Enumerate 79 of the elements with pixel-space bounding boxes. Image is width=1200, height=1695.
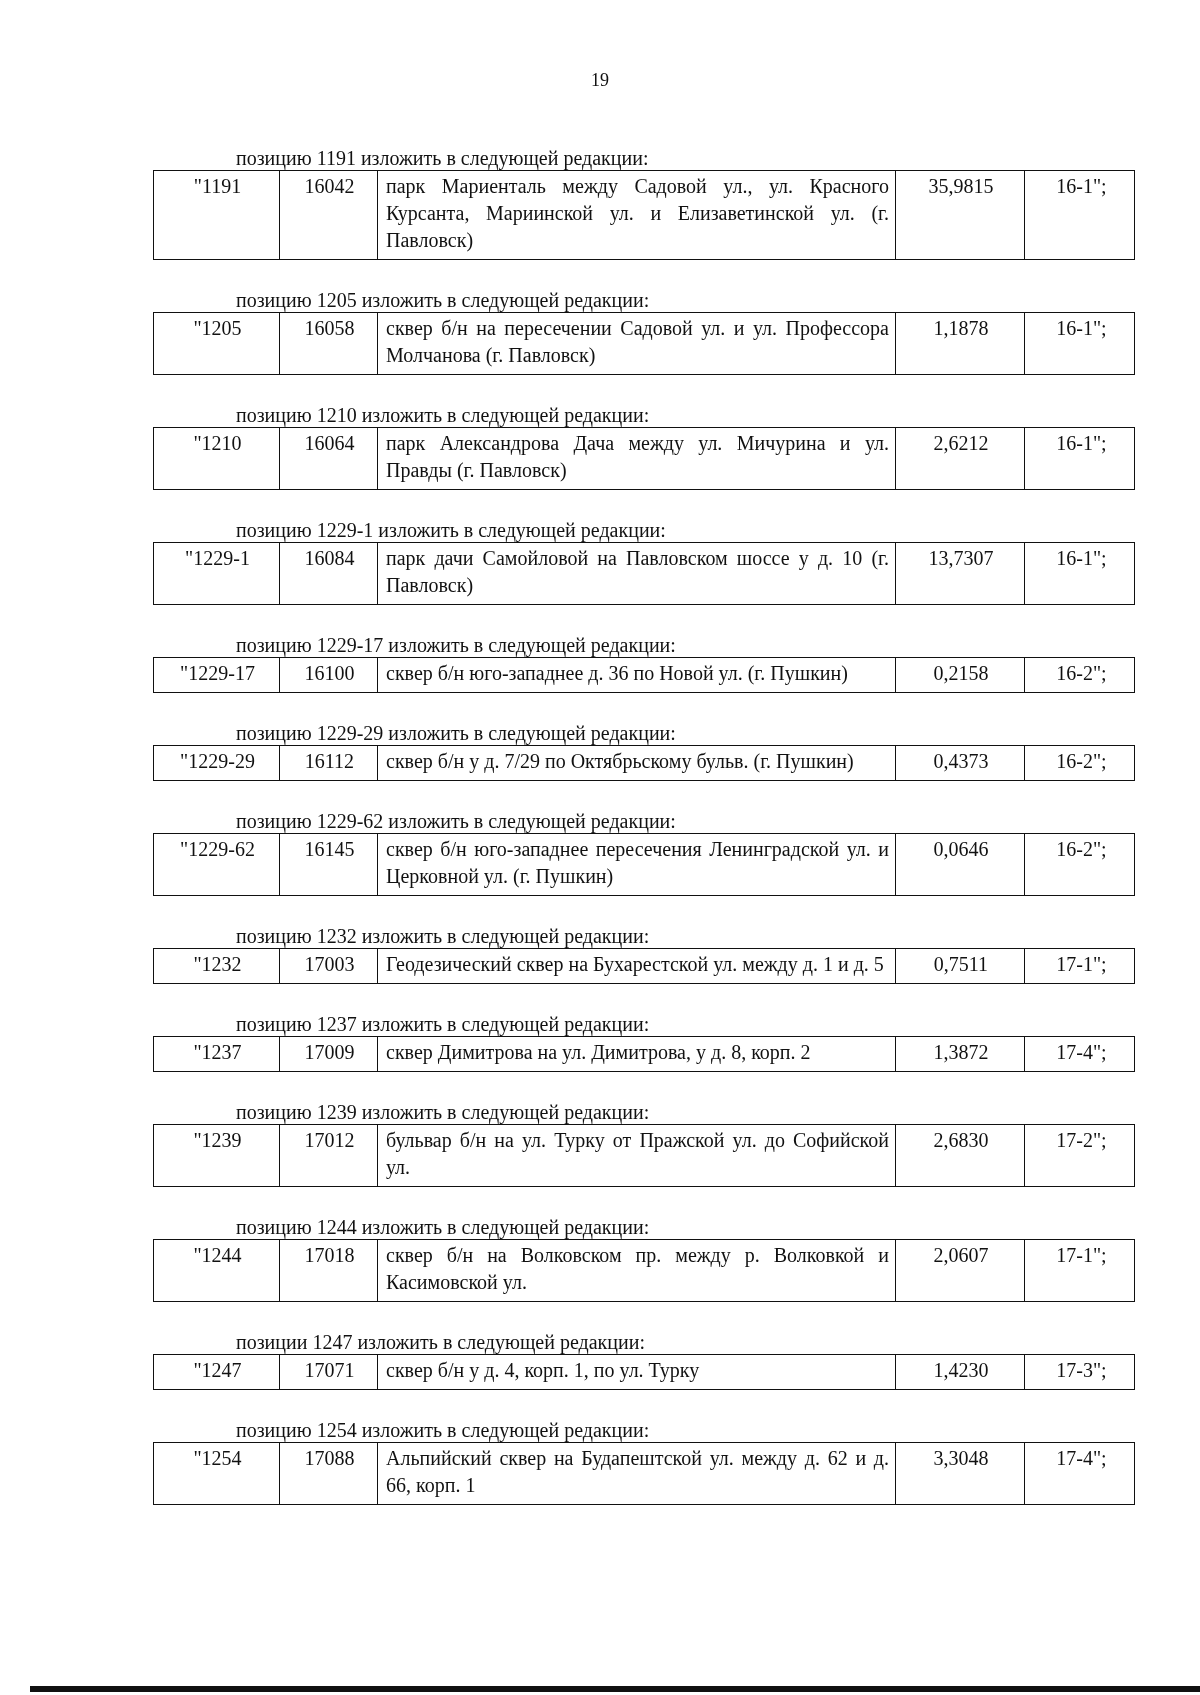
zone-cell: 16-1"; <box>1024 543 1136 604</box>
description-cell: сквер б/н юго-западнее пересечения Ленинградской ул. и Церковной ул. (г. Пушкин) <box>377 834 895 895</box>
description-cell: сквер б/н у д. 4, корп. 1, по ул. Турку <box>377 1355 895 1389</box>
section-heading: позицию 1244 изложить в следующей редакции: <box>235 1215 651 1239</box>
code-cell: 16064 <box>279 428 377 489</box>
position-number-cell-text: "1254 <box>192 1446 243 1471</box>
position-number-cell-text: "1205 <box>192 316 243 341</box>
zone-cell: 16-2"; <box>1024 746 1136 780</box>
area-cell: 2,0607 <box>895 1240 1024 1301</box>
zone-cell: 17-1"; <box>1024 1240 1136 1301</box>
description-cell: сквер б/н юго-западнее д. 36 по Новой ул. (г. Пушкин) <box>377 658 895 692</box>
area-cell: 1,4230 <box>895 1355 1024 1389</box>
page-number: 19 <box>590 70 610 91</box>
code-cell: 16084 <box>279 543 377 604</box>
code-cell: 17003 <box>279 949 377 983</box>
code-cell: 17071 <box>279 1355 377 1389</box>
section-heading: позицию 1205 изложить в следующей редакции: <box>235 288 651 312</box>
zone-cell: 16-1"; <box>1024 428 1136 489</box>
section-heading: позицию 1210 изложить в следующей редакции: <box>235 403 651 427</box>
section-heading: позицию 1229-1 изложить в следующей редакции: <box>235 518 667 542</box>
code-cell: 16100 <box>279 658 377 692</box>
zone-cell: 17-1"; <box>1024 949 1136 983</box>
code-cell: 17018 <box>279 1240 377 1301</box>
section-heading: позицию 1191 изложить в следующей редакции: <box>235 146 650 170</box>
position-number-cell-text: "1210 <box>192 431 243 456</box>
area-cell: 0,7511 <box>895 949 1024 983</box>
description-cell: бульвар б/н на ул. Турку от Пражской ул. до Софийской ул. <box>377 1125 895 1186</box>
zone-cell: 16-2"; <box>1024 834 1136 895</box>
position-number-cell-text: "1247 <box>192 1358 243 1383</box>
description-cell: сквер Димитрова на ул. Димитрова, у д. 8, корп. 2 <box>377 1037 895 1071</box>
zone-cell: 17-4"; <box>1024 1443 1136 1504</box>
code-cell: 16042 <box>279 171 377 259</box>
zone-cell: 16-2"; <box>1024 658 1136 692</box>
code-cell: 17009 <box>279 1037 377 1071</box>
zone-cell: 17-2"; <box>1024 1125 1136 1186</box>
position-number-cell-text: "1191 <box>192 174 243 199</box>
zone-cell: 16-1"; <box>1024 171 1136 259</box>
position-number-cell-text: "1232 <box>192 952 243 977</box>
area-cell: 0,4373 <box>895 746 1024 780</box>
section-heading: позицию 1239 изложить в следующей редакции: <box>235 1100 651 1124</box>
position-number-cell-text: "1229-62 <box>179 837 256 862</box>
area-cell: 1,3872 <box>895 1037 1024 1071</box>
zone-cell: 17-3"; <box>1024 1355 1136 1389</box>
area-cell: 3,3048 <box>895 1443 1024 1504</box>
zone-cell: 16-1"; <box>1024 313 1136 374</box>
area-cell: 0,0646 <box>895 834 1024 895</box>
position-number-cell-text: "1237 <box>192 1040 243 1065</box>
code-cell: 17012 <box>279 1125 377 1186</box>
position-number-cell-text: "1239 <box>192 1128 243 1153</box>
code-cell: 17088 <box>279 1443 377 1504</box>
code-cell: 16145 <box>279 834 377 895</box>
section-heading: позицию 1229-62 изложить в следующей редакции: <box>235 809 677 833</box>
position-number-cell-text: "1229-29 <box>179 749 256 774</box>
code-cell: 16112 <box>279 746 377 780</box>
code-cell: 16058 <box>279 313 377 374</box>
description-cell: сквер б/н на пересечении Садовой ул. и ул. Профессора Молчанова (г. Павловск) <box>377 313 895 374</box>
section-heading: позицию 1232 изложить в следующей редакции: <box>235 924 651 948</box>
position-number-cell-text: "1229-17 <box>179 661 256 686</box>
area-cell: 35,9815 <box>895 171 1024 259</box>
area-cell: 2,6212 <box>895 428 1024 489</box>
description-cell: сквер б/н у д. 7/29 по Октябрьскому бульв. (г. Пушкин) <box>377 746 895 780</box>
description-cell: парк дачи Самойловой на Павловском шоссе у д. 10 (г. Павловск) <box>377 543 895 604</box>
position-number-cell-text: "1244 <box>192 1243 243 1268</box>
zone-cell: 17-4"; <box>1024 1037 1136 1071</box>
area-cell: 1,1878 <box>895 313 1024 374</box>
description-cell: парк Александрова Дача между ул. Мичурина и ул. Правды (г. Павловск) <box>377 428 895 489</box>
description-cell: Альпийский сквер на Будапештской ул. между д. 62 и д. 66, корп. 1 <box>377 1443 895 1504</box>
description-cell: сквер б/н на Волковском пр. между р. Волковкой и Касимовской ул. <box>377 1240 895 1301</box>
section-heading: позицию 1229-17 изложить в следующей редакции: <box>235 633 677 657</box>
section-heading: позиции 1247 изложить в следующей редакции: <box>235 1330 646 1354</box>
section-heading: позицию 1229-29 изложить в следующей редакции: <box>235 721 677 745</box>
section-heading: позицию 1254 изложить в следующей редакции: <box>235 1418 651 1442</box>
description-cell: парк Мариенталь между Садовой ул., ул. Красного Курсанта, Мариинской ул. и Елизаветинской ул. (г. Павловск) <box>377 171 895 259</box>
area-cell: 13,7307 <box>895 543 1024 604</box>
area-cell: 2,6830 <box>895 1125 1024 1186</box>
area-cell: 0,2158 <box>895 658 1024 692</box>
position-number-cell-text: "1229-1 <box>184 546 251 571</box>
section-heading: позицию 1237 изложить в следующей редакции: <box>235 1012 651 1036</box>
description-cell: Геодезический сквер на Бухарестской ул. между д. 1 и д. 5 <box>377 949 895 983</box>
